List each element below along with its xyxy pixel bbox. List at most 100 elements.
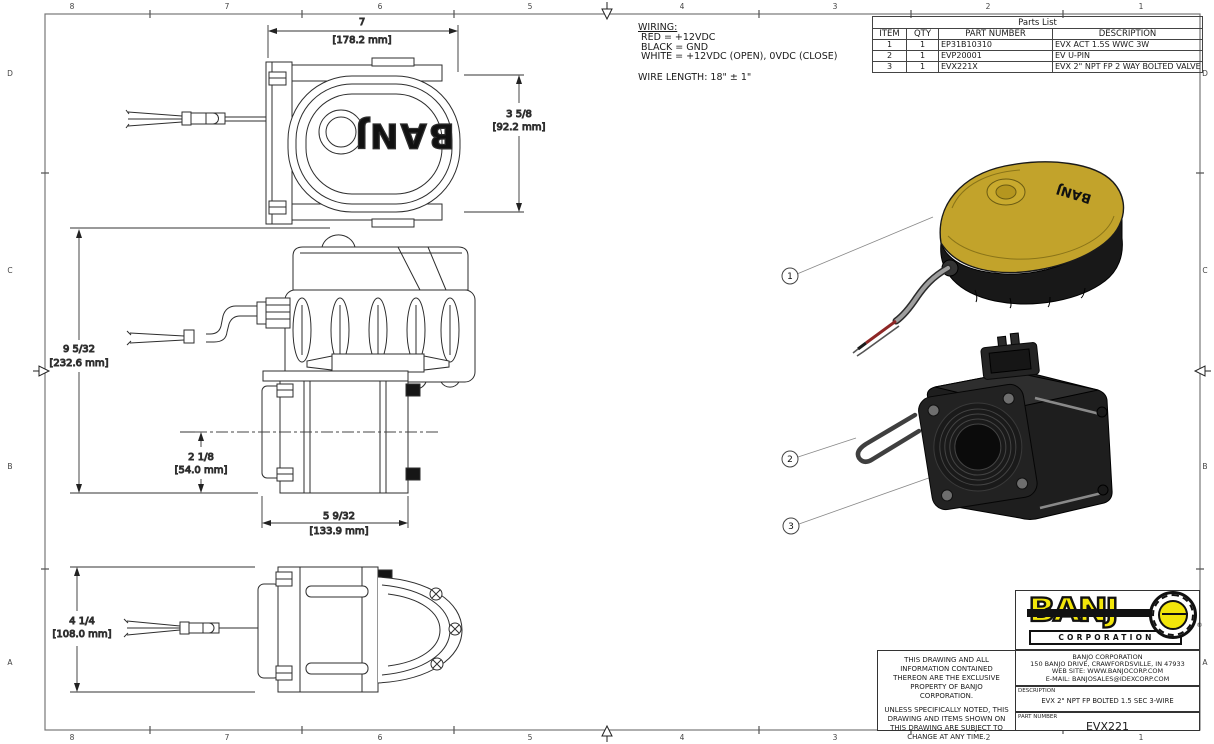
zone-bottom-5: 5 [527, 733, 533, 742]
zone-right-c: C [1202, 266, 1208, 275]
svg-text:3 5/8: 3 5/8 [506, 109, 532, 120]
end-dome [377, 576, 463, 684]
balloon-leaders [796, 216, 941, 525]
part-number-label: PART NUMBER [1018, 714, 1058, 720]
top-center-arrow-icon [601, 2, 613, 21]
svg-text:[92.2 mm]: [92.2 mm] [493, 122, 546, 133]
balloon-2 [781, 450, 799, 468]
qty-cell: 1 [906, 39, 939, 51]
valve-body-side [261, 370, 421, 494]
end-view-wire [123, 618, 258, 638]
item-cell: 1 [872, 39, 907, 51]
side-view-wire [126, 297, 291, 346]
zone-left-b: B [7, 462, 13, 471]
iso-valve [918, 332, 1113, 520]
wiring-note: WIRING: RED = +12VDC BLACK = GND WHITE =… [638, 23, 837, 83]
company-website: WEB SITE: WWW.BANJOCORP.COM [1051, 667, 1164, 676]
description-cell: EVX ACT 1.5S WWC 3W [1051, 39, 1204, 51]
registered-mark: ® [1196, 622, 1203, 629]
legal-notice-1: THIS DRAWING AND ALL INFORMATION CONTAIN… [893, 656, 1000, 700]
wiring-note-red: RED = +12VDC [641, 31, 716, 43]
svg-text:7: 7 [359, 17, 365, 28]
zone-top-7: 7 [224, 2, 230, 11]
description-label: DESCRIPTION [1018, 688, 1056, 694]
description-cell: EVX 2" NPT FP 2 WAY BOLTED VALVE ONLY [1051, 61, 1204, 73]
col-header-part-number: PART NUMBER [938, 28, 1053, 40]
zone-bottom-7: 7 [224, 733, 230, 742]
col-header-item: ITEM [872, 28, 907, 40]
balloon-3-number: 3 [788, 522, 794, 532]
wiring-note-title: WIRING: [638, 22, 678, 33]
svg-text:[54.0 mm]: [54.0 mm] [175, 465, 228, 476]
zone-bottom-2: 2 [985, 733, 991, 742]
company-info-box: BANJO CORPORATION 150 BANJO DRIVE, CRAWF… [1015, 650, 1200, 686]
banjo-neck-icon [1026, 609, 1169, 617]
dim-overall-height: 9 5/32 [232.6 mm] [49, 227, 330, 494]
zone-bottom-1: 1 [1138, 733, 1144, 742]
svg-text:5 9/32: 5 9/32 [323, 511, 355, 522]
part-number-value: EVX221 [1085, 720, 1129, 733]
svg-text:9 5/32: 9 5/32 [63, 344, 95, 355]
zone-bottom-8: 8 [69, 733, 75, 742]
dim-valve-width: 5 9/32 [133.9 mm] [261, 496, 409, 538]
parts-list-row-1: 1 1 EP31B10310 EVX ACT 1.5S WWC 3W [872, 39, 1204, 51]
zone-top-6: 6 [377, 2, 383, 11]
company-email: E-MAIL: BANJOSALES@IDEXCORP.COM [1045, 674, 1170, 683]
col-header-description: DESCRIPTION [1051, 28, 1204, 40]
iso-u-pin [855, 412, 922, 464]
dim-top-width: 7 [178.2 mm] [267, 17, 459, 72]
parts-list-table: Parts List ITEM QTY PART NUMBER DESCRIPT… [871, 16, 1204, 73]
zone-bottom-6: 6 [377, 733, 383, 742]
balloon-1 [781, 267, 799, 285]
iso-red-wire [865, 319, 897, 345]
balloon-callouts [781, 267, 800, 535]
zone-right-a: A [1202, 658, 1208, 667]
wiring-note-black: BLACK = GND [641, 41, 709, 53]
part-number-cell: EVX221X [938, 61, 1053, 73]
zone-top-2: 2 [985, 2, 991, 11]
bottom-center-arrow-icon [601, 724, 613, 742]
company-address: 150 BANJO DRIVE, CRAWFORDSVILLE, IN 4793… [1030, 660, 1185, 669]
svg-text:[108.0 mm]: [108.0 mm] [52, 629, 111, 640]
part-number-cell: EVP20001 [938, 50, 1053, 62]
zone-top-5: 5 [527, 2, 533, 11]
part-number-box: PART NUMBER EVX221 [1015, 712, 1200, 733]
qty-cell: 1 [906, 61, 939, 73]
svg-text:2 1/8: 2 1/8 [188, 452, 214, 463]
zone-bottom-3: 3 [832, 733, 838, 742]
zone-bottom-4: 4 [679, 733, 685, 742]
exploded-view: BANJ [781, 161, 1125, 535]
company-name: BANJO CORPORATION [1072, 653, 1143, 661]
balloon-1-number: 1 [787, 272, 793, 282]
wire-length-note: WIRE LENGTH: 18" ± 1" [638, 72, 752, 84]
dim-top-height: 3 5/8 [92.2 mm] [464, 74, 546, 213]
zone-left-c: C [7, 266, 13, 275]
parts-list-row-2: 2 1 EVP20001 EV U-PIN [872, 50, 1204, 62]
top-view-banjo-label: BANJ [353, 115, 454, 155]
svg-text:[232.6 mm]: [232.6 mm] [49, 358, 108, 369]
legal-notice-box: THIS DRAWING AND ALL INFORMATION CONTAIN… [877, 650, 1016, 741]
col-header-qty: QTY [906, 28, 939, 40]
svg-text:[133.9 mm]: [133.9 mm] [309, 526, 368, 537]
zone-top-1: 1 [1138, 2, 1144, 11]
banjo-body-icon [1148, 591, 1197, 639]
zone-top-4: 4 [679, 2, 685, 11]
svg-text:4 1/4: 4 1/4 [69, 616, 95, 627]
right-center-arrow-icon [1193, 365, 1211, 377]
top-view-wire [125, 109, 266, 129]
zone-top-8: 8 [69, 2, 75, 11]
description-box: DESCRIPTION EVX 2" NPT FP BOLTED 1.5 SEC… [1015, 686, 1200, 712]
end-view: 4 1/4 [108.0 mm] [52, 566, 463, 693]
top-view: BANJ 7 [178.2 mm] 3 5/8 [92.2 mm] [125, 17, 546, 228]
legal-notice-2: UNLESS SPECIFICALLY NOTED, THIS DRAWING … [884, 706, 1009, 741]
banjo-logo: BANJ ® CORPORATION [1026, 591, 1203, 645]
qty-cell: 1 [906, 50, 939, 62]
dim-center-to-bottom: 2 1/8 [54.0 mm] [174, 431, 228, 493]
item-cell: 2 [872, 50, 907, 62]
balloon-2-number: 2 [787, 455, 793, 465]
drawing-description: EVX 2" NPT FP BOLTED 1.5 SEC 3-WIRE [1041, 697, 1174, 705]
svg-text:[178.2 mm]: [178.2 mm] [332, 35, 391, 46]
logo-box: BANJ ® CORPORATION [1015, 590, 1203, 650]
zone-left-d: D [7, 69, 13, 78]
